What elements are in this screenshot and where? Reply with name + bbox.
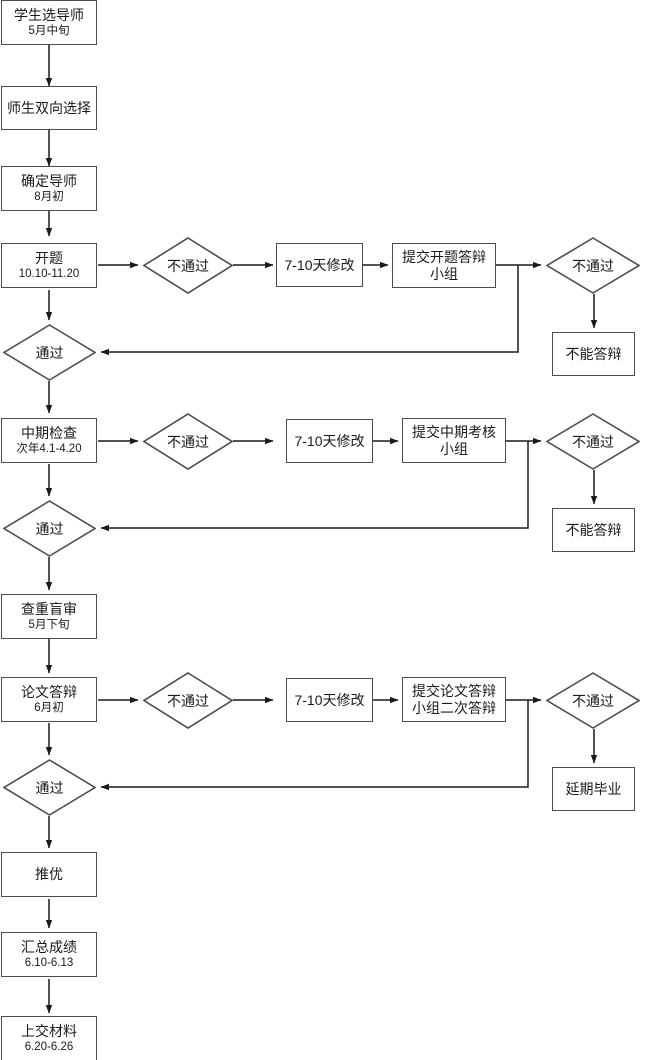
node-recommend-title: 推优 (35, 866, 63, 882)
node-select-advisor-title: 学生选导师 (14, 7, 84, 23)
node-defense-submit-title: 提交论文答辩 (412, 682, 496, 699)
node-proposal-revise[interactable]: 7-10天修改 (276, 243, 363, 287)
node-midterm-title: 中期检查 (21, 425, 77, 441)
node-proposal-pass[interactable]: 通过 (3, 324, 96, 381)
node-midterm-submit[interactable]: 提交中期考核 小组 (402, 418, 506, 463)
node-proposal-sub: 10.10-11.20 (18, 268, 80, 280)
node-summary-score-title: 汇总成绩 (21, 939, 77, 955)
node-defense-title: 论文答辩 (21, 684, 77, 700)
node-proposal-revise-title: 7-10天修改 (284, 256, 355, 273)
node-proposal[interactable]: 开题 10.10-11.20 (1, 243, 97, 288)
node-midterm-sub: 次年4.1-4.20 (16, 443, 82, 455)
node-defense-revise[interactable]: 7-10天修改 (286, 678, 373, 722)
node-confirm-advisor[interactable]: 确定导师 8月初 (1, 166, 97, 211)
node-recommend[interactable]: 推优 (1, 852, 97, 897)
node-confirm-advisor-title: 确定导师 (21, 173, 77, 189)
node-midterm-submit-title: 提交中期考核 (412, 423, 496, 440)
node-defense-fail-label: 不通过 (167, 692, 209, 709)
node-defense[interactable]: 论文答辩 6月初 (1, 677, 97, 722)
node-submit-materials[interactable]: 上交材料 6.20-6.26 (1, 1016, 97, 1060)
node-submit-materials-title: 上交材料 (21, 1023, 77, 1039)
node-defense-fail2-label: 不通过 (572, 692, 614, 709)
node-summary-score-sub: 6.10-6.13 (24, 957, 74, 969)
node-midterm[interactable]: 中期检查 次年4.1-4.20 (1, 418, 97, 463)
node-proposal-submit-title: 提交开题答辩 (402, 248, 486, 265)
node-summary-score[interactable]: 汇总成绩 6.10-6.13 (1, 932, 97, 977)
node-proposal-title: 开题 (35, 250, 63, 266)
node-midterm-revise[interactable]: 7-10天修改 (286, 419, 373, 463)
node-proposal-fail2-label: 不通过 (572, 257, 614, 274)
node-defense-submit[interactable]: 提交论文答辩 小组二次答辩 (402, 677, 506, 722)
node-select-advisor-sub: 5月中旬 (28, 25, 70, 37)
node-midterm-fail2-label: 不通过 (572, 433, 614, 450)
node-proposal-no-defense-title: 不能答辩 (565, 345, 622, 362)
node-defense-sub: 6月初 (34, 702, 64, 714)
node-midterm-fail-label: 不通过 (167, 433, 209, 450)
node-defense-submit-title2: 小组二次答辩 (412, 699, 496, 716)
node-midterm-pass[interactable]: 通过 (3, 500, 96, 557)
node-proposal-fail2[interactable]: 不通过 (546, 237, 640, 294)
node-proposal-no-defense[interactable]: 不能答辩 (552, 332, 635, 376)
node-proposal-submit[interactable]: 提交开题答辩 小组 (392, 243, 496, 288)
node-two-way-select[interactable]: 师生双向选择 (1, 86, 97, 130)
node-plagiarism-check-title: 查重盲审 (21, 601, 77, 617)
node-midterm-fail2[interactable]: 不通过 (546, 413, 640, 470)
node-two-way-select-title: 师生双向选择 (7, 99, 91, 116)
node-plagiarism-check-sub: 5月下旬 (28, 619, 70, 631)
node-defense-delay-title: 延期毕业 (565, 780, 622, 797)
node-proposal-submit-title2: 小组 (430, 265, 458, 282)
node-defense-fail[interactable]: 不通过 (143, 672, 233, 729)
node-proposal-fail[interactable]: 不通过 (143, 237, 233, 294)
node-defense-pass[interactable]: 通过 (3, 759, 96, 816)
node-submit-materials-sub: 6.20-6.26 (24, 1041, 74, 1053)
node-midterm-no-defense[interactable]: 不能答辩 (552, 508, 635, 552)
node-confirm-advisor-sub: 8月初 (34, 191, 64, 203)
node-midterm-no-defense-title: 不能答辩 (565, 521, 622, 538)
node-select-advisor[interactable]: 学生选导师 5月中旬 (1, 0, 97, 45)
node-proposal-fail-label: 不通过 (167, 257, 209, 274)
node-proposal-pass-label: 通过 (35, 344, 64, 361)
node-plagiarism-check[interactable]: 查重盲审 5月下旬 (1, 594, 97, 639)
node-defense-fail2[interactable]: 不通过 (546, 672, 640, 729)
node-defense-delay[interactable]: 延期毕业 (552, 767, 635, 811)
node-defense-revise-title: 7-10天修改 (294, 691, 365, 708)
node-midterm-fail[interactable]: 不通过 (143, 413, 233, 470)
node-defense-pass-label: 通过 (35, 779, 64, 796)
node-midterm-revise-title: 7-10天修改 (294, 432, 365, 449)
node-midterm-pass-label: 通过 (35, 520, 64, 537)
node-midterm-submit-title2: 小组 (440, 440, 468, 457)
